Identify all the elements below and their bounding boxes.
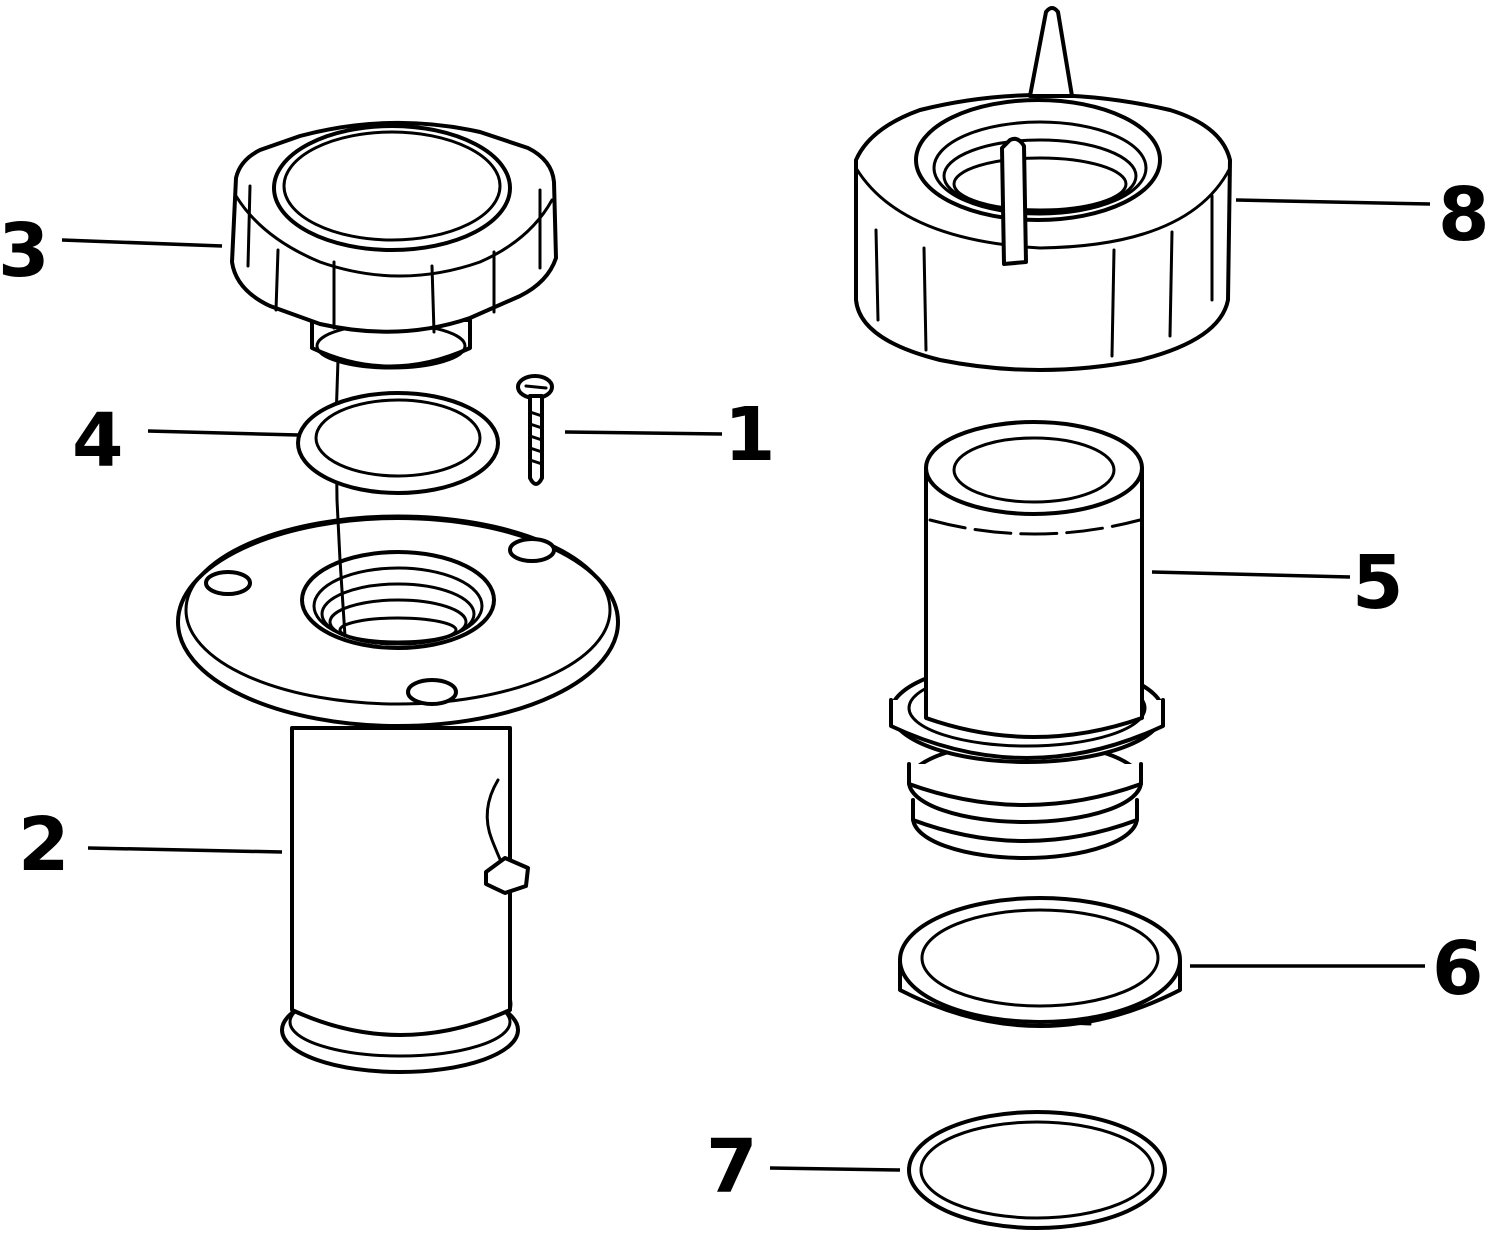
callout-3: 3 xyxy=(0,208,50,294)
leader-8 xyxy=(1235,198,1431,206)
callout-1: 1 xyxy=(724,392,776,478)
fill-neck-body-part xyxy=(176,514,620,1074)
leader-5 xyxy=(1151,570,1351,579)
callout-2: 2 xyxy=(18,802,70,888)
leader-1 xyxy=(564,430,723,436)
o-ring-part xyxy=(907,1110,1167,1230)
callout-6: 6 xyxy=(1432,926,1484,1012)
callout-7: 7 xyxy=(706,1124,758,1210)
flat-washer-part xyxy=(898,896,1182,1028)
fill-cap-part xyxy=(230,120,558,370)
leader-3 xyxy=(61,238,223,248)
cap-gasket-part xyxy=(296,391,500,495)
retaining-nut-part xyxy=(854,6,1232,372)
callout-5: 5 xyxy=(1352,540,1404,626)
hose-adapter-part xyxy=(889,420,1165,860)
screw-part xyxy=(516,374,554,486)
leader-2 xyxy=(87,846,283,854)
tether-wire xyxy=(334,358,347,638)
leader-4 xyxy=(147,429,299,437)
leader-7 xyxy=(769,1166,901,1172)
callout-8: 8 xyxy=(1438,172,1490,258)
callout-4: 4 xyxy=(72,398,124,484)
